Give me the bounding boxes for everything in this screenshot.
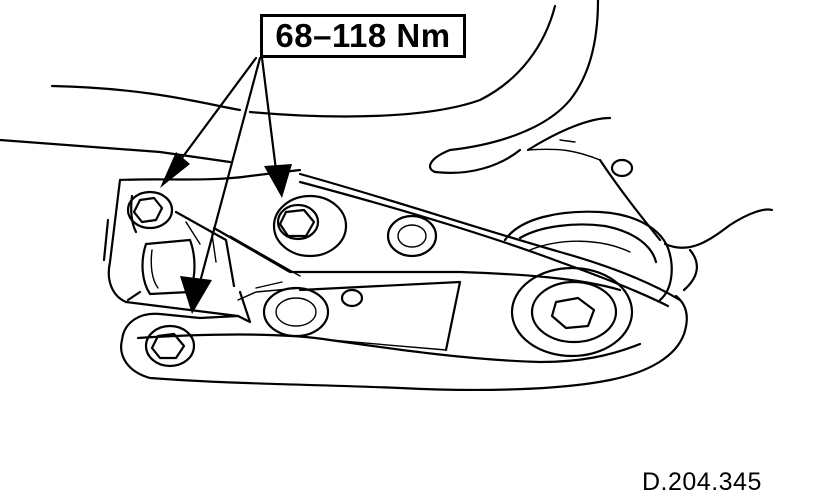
- bushing-housing: [503, 210, 673, 302]
- mounting-bolt-2: [272, 194, 348, 258]
- vehicle-body-outline: [0, 0, 774, 292]
- mounting-bolt-1: [126, 190, 174, 230]
- leader-line-bolt-1: [174, 56, 258, 168]
- arm-hole-lower: [262, 286, 330, 338]
- leader-line-bolt-2: [260, 56, 278, 172]
- bushing-bolt: [510, 266, 634, 358]
- callout-leaders: [160, 56, 292, 314]
- leader-line-bolt-3: [198, 56, 262, 284]
- figure-reference-code: D.204.345: [642, 468, 762, 496]
- arrowhead-bolt-1: [160, 152, 190, 188]
- mounting-bolt-3: [144, 324, 196, 368]
- lower-control-arm: [120, 172, 688, 392]
- arm-hole-upper: [386, 214, 438, 258]
- torque-spec-label: 68–118 Nm: [260, 14, 466, 58]
- arm-holes: [262, 214, 438, 338]
- arm-hole-small: [340, 288, 364, 308]
- arrowhead-bolt-2: [264, 164, 292, 198]
- arrowhead-bolt-3: [180, 276, 212, 314]
